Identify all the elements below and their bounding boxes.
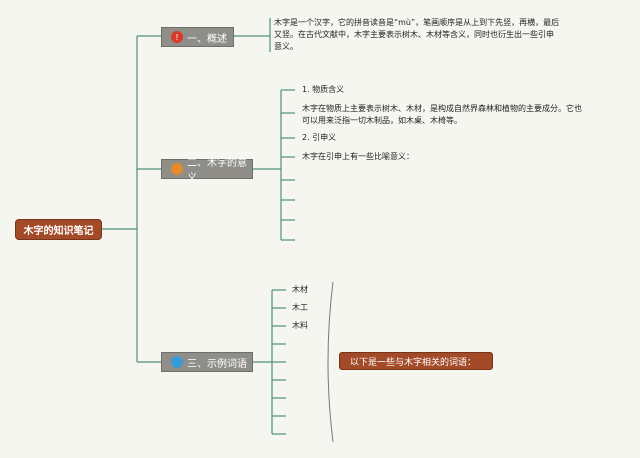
meaning-heading-1[interactable]: 1. 物质含义 [302, 85, 345, 94]
word-item[interactable]: 木料 [292, 321, 308, 330]
overview-line: 意义。 [274, 42, 298, 51]
word-item[interactable]: 木材 [292, 285, 308, 294]
root-node[interactable]: 木字的知识笔记 [15, 219, 102, 240]
topic-label: 三、示例词语 [187, 358, 247, 370]
root-label: 木字的知识笔记 [23, 226, 94, 237]
overview-line: 又竖。在古代文献中，木字主要表示树木、木材等含义，同时也衍生出一些引申 [274, 30, 554, 39]
summary-label: 以下是一些与木字相关的词语： [350, 357, 477, 368]
topic-examples[interactable]: 三、示例词语 [161, 352, 253, 372]
priority-icon [171, 356, 183, 368]
word-item[interactable]: 木工 [292, 303, 308, 312]
meaning-line: 木字在物质上主要表示树木、木材，是构成自然界森林和植物的主要成分。它也 [302, 104, 582, 113]
meaning-text-2[interactable]: 木字在引申上有一些比喻意义： [302, 152, 414, 161]
topic-label: 二、木字的意义 [187, 158, 247, 184]
meaning-heading-2[interactable]: 2. 引申义 [302, 133, 337, 142]
summary-node[interactable]: 以下是一些与木字相关的词语： [339, 352, 493, 370]
priority-icon: ! [171, 31, 183, 43]
topic-label: 一、概述 [187, 33, 227, 45]
topic-meaning[interactable]: 二、木字的意义 [161, 158, 253, 184]
priority-icon [171, 163, 183, 175]
meaning-line: 可以用来泛指一切木制品，如木桌、木椅等。 [302, 116, 462, 125]
overview-line: 木字是一个汉字，它的拼音读音是“mù”，笔画顺序是从上到下先竖，再横，最后 [274, 18, 560, 27]
meaning-text-1[interactable]: 木字在物质上主要表示树木、木材，是构成自然界森林和植物的主要成分。它也 可以用来… [302, 103, 582, 127]
topic-overview[interactable]: ! 一、概述 [161, 27, 234, 47]
overview-text[interactable]: 木字是一个汉字，它的拼音读音是“mù”，笔画顺序是从上到下先竖，再横，最后 又竖… [274, 17, 559, 53]
